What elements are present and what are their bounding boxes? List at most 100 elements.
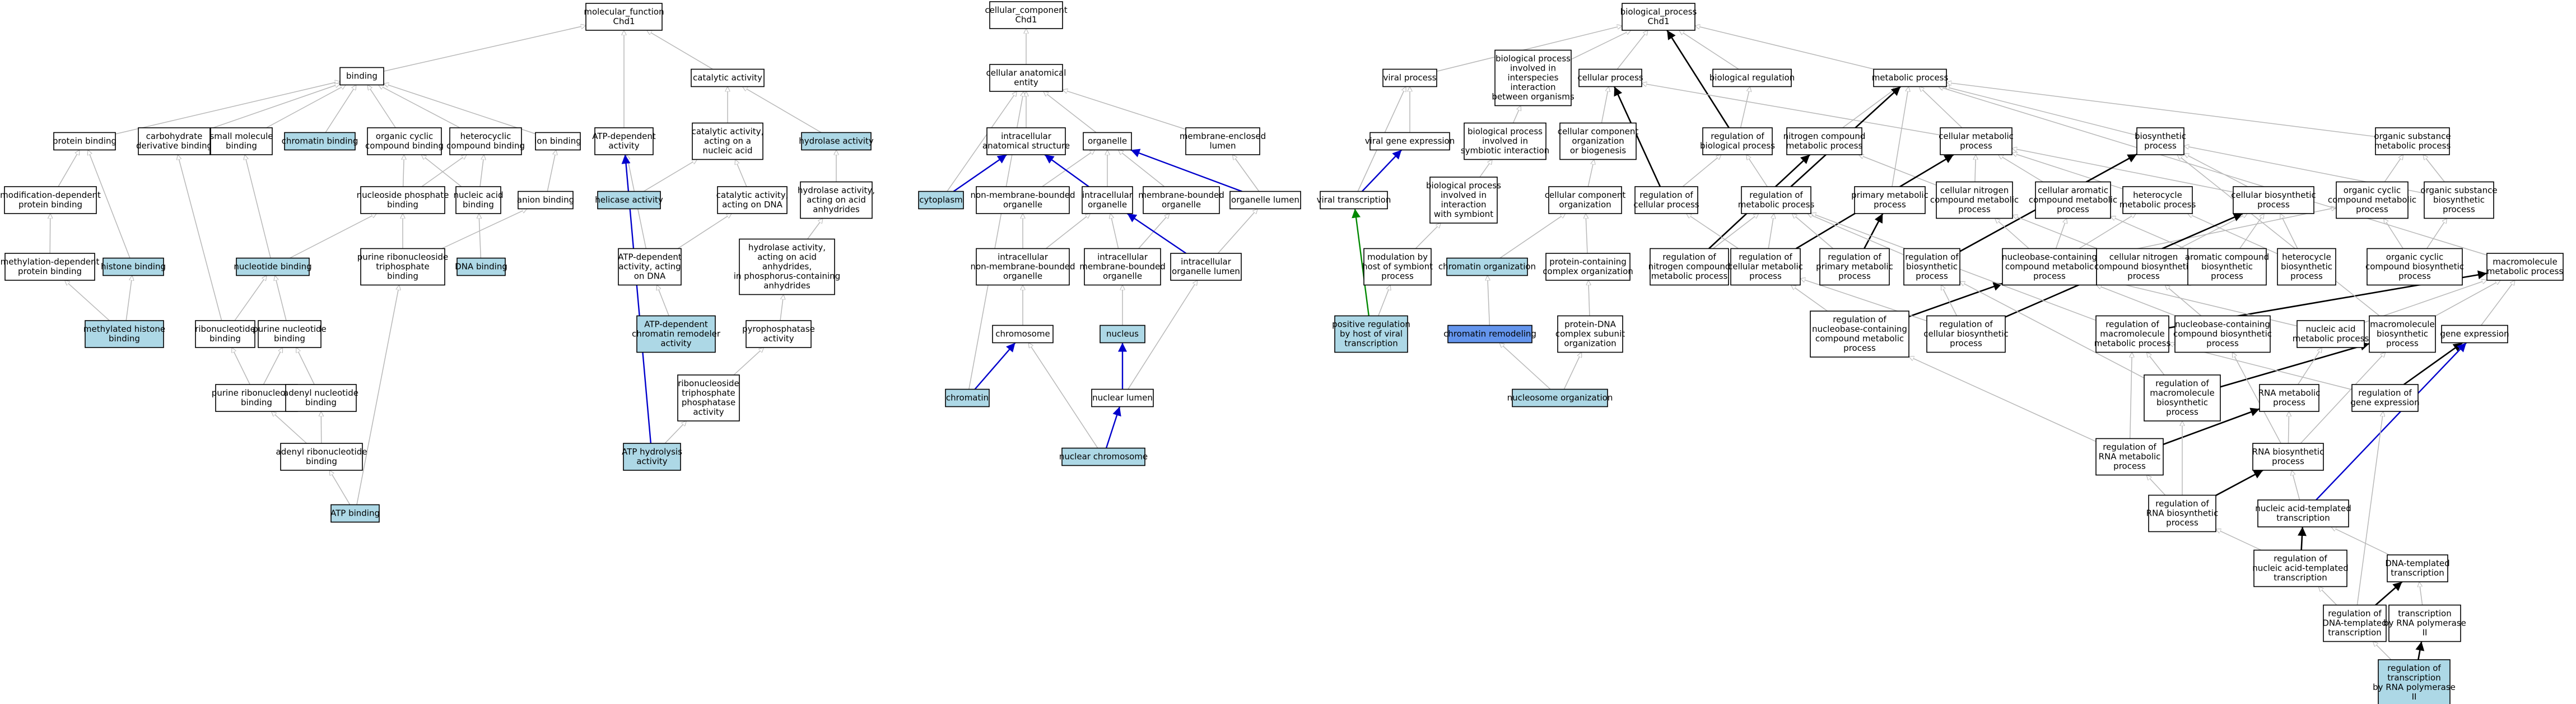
term-label-line: nucleic acid: [454, 190, 504, 200]
edge-isa-nucphos-to-orgcyc: [403, 155, 404, 187]
edge-isa-intranonmemb-to-intraorg: [1045, 214, 1090, 249]
term-label-line: interaction: [1510, 82, 1555, 92]
term-label-line: regulation of: [1749, 190, 1803, 200]
edge-isa-regdnatrans-to-regnuctrans: [2318, 587, 2337, 606]
term-node-orglumen: organelle lumen: [1229, 191, 1301, 210]
edge-isa-ccorg2-to-ccorg: [1587, 160, 1594, 187]
term-label-line: process: [2272, 456, 2304, 466]
edge-isa-anion-to-ionbind: [547, 150, 556, 192]
term-label-line: protein binding: [53, 136, 117, 146]
term-box: [2367, 248, 2463, 286]
edge-isa-nucbasebio-to-nucbasemet: [2097, 285, 2176, 317]
edge-reg-regprim-to-primmet: [1864, 213, 1884, 249]
term-label-line: heterocyclic: [460, 131, 511, 141]
edge-isa-regrnabio-to-regrnamet: [2146, 475, 2166, 496]
edge-isa-cellnitrobio-to-cellbiosyn: [2179, 213, 2247, 249]
term-box: [746, 320, 812, 348]
term-label-line: regulation of: [1662, 252, 1716, 262]
edge-isa-cellmet-to-metab: [1919, 87, 1963, 128]
term-label-line: cellular anatomical: [986, 68, 1066, 78]
edge-isa-modprot-to-protbind: [58, 150, 80, 187]
term-label-line: regulation of: [2328, 609, 2382, 619]
edge-isa-regcell-to-regbio: [1682, 155, 1721, 187]
term-label-line: organelle: [1162, 200, 1201, 210]
term-label-line: process: [2166, 518, 2198, 528]
edge-isa-nucacidmet-to-macromet: [2364, 280, 2487, 323]
term-label: viral transcription: [1317, 195, 1391, 205]
term-label-line: organelle: [1088, 200, 1127, 210]
edge-isa-cellnitro-to-cellmet: [1975, 155, 1976, 182]
term-node-protbind: protein binding: [53, 132, 117, 151]
term-box: [360, 248, 445, 286]
term-node-cytoplasm: cytoplasm: [918, 191, 964, 210]
term-node-catalytic: catalytic activity: [691, 68, 765, 87]
term-label: hydrolase activity: [799, 136, 874, 146]
term-box: [2253, 549, 2347, 587]
edge-isa-regcellbio-to-regbiosyn: [1940, 285, 1958, 316]
term-label-line: involved in: [1441, 190, 1487, 200]
term-label-line: transcription: [2398, 609, 2451, 619]
term-label-line: nucleus: [1106, 329, 1139, 339]
term-label-line: carbohydrate: [146, 131, 203, 141]
edge-isa-nuclumen-to-intralumen: [1128, 280, 1198, 390]
term-box: [2035, 181, 2111, 219]
term-label-line: cellular component: [1558, 127, 1639, 137]
term-label-line: macromolecule: [2493, 257, 2557, 267]
term-label-line: anion binding: [517, 195, 574, 205]
term-label: chromatin remodeling: [1443, 329, 1536, 339]
term-label-line: intracellular: [1097, 252, 1148, 262]
edge-isa-cellmet-to-cellproc: [1642, 84, 1941, 136]
term-box: [1363, 248, 1432, 286]
edge-isa-symbiotic-to-interorg: [1512, 106, 1521, 123]
term-node-dnabind: DNA binding: [455, 257, 507, 276]
edge-part-intralumen-to-intraorg: [1126, 213, 1187, 254]
term-label-line: purine ribonucleoside: [357, 252, 448, 262]
term-box: [1712, 68, 1792, 87]
term-label-line: adenyl ribonucleotide: [276, 447, 367, 457]
term-box: [1494, 49, 1572, 106]
term-label-line: nucleic acid: [703, 146, 753, 156]
edge-isa-regdnatrans-to-reggene: [2356, 411, 2383, 605]
term-label-line: activity: [608, 141, 639, 151]
term-box: [2174, 315, 2271, 353]
term-label-line: anhydrides,: [762, 262, 812, 272]
term-label-line: compound metabolic: [1930, 195, 2019, 205]
edge-isa-protcomp-to-ccorg2: [1586, 214, 1587, 254]
term-box: [677, 374, 740, 422]
term-node-binding: binding: [339, 67, 384, 86]
term-label-line: pyrophosphatase: [742, 324, 815, 334]
term-label: cytoplasm: [919, 195, 963, 205]
term-node-organelle: organelle: [1083, 132, 1132, 151]
edge-isa-macrobio-to-macromet: [2435, 280, 2500, 317]
term-node-anion: anion binding: [517, 191, 574, 210]
edge-isa-modsym-to-symbiont: [1415, 223, 1441, 249]
edge-isa-regmacrobio-to-regmacro: [2146, 353, 2165, 376]
term-label-line: transcription: [2274, 573, 2327, 583]
term-node-nucleosome: nucleosome organization: [1507, 388, 1613, 407]
term-label-line: nucleoside phosphate: [357, 190, 449, 200]
edge-isa-regcellmet-to-regcell: [1687, 214, 1739, 249]
term-box: [1819, 248, 1890, 286]
term-label-line: non-membrane-bounded: [970, 190, 1075, 200]
term-label-line: activity: [693, 407, 724, 417]
edge-isa-regrnamet-to-regnucbase: [1909, 356, 2097, 442]
term-box: [2441, 325, 2508, 344]
term-label-line: process: [1960, 141, 1992, 151]
term-label-line: triphosphate: [376, 262, 430, 272]
